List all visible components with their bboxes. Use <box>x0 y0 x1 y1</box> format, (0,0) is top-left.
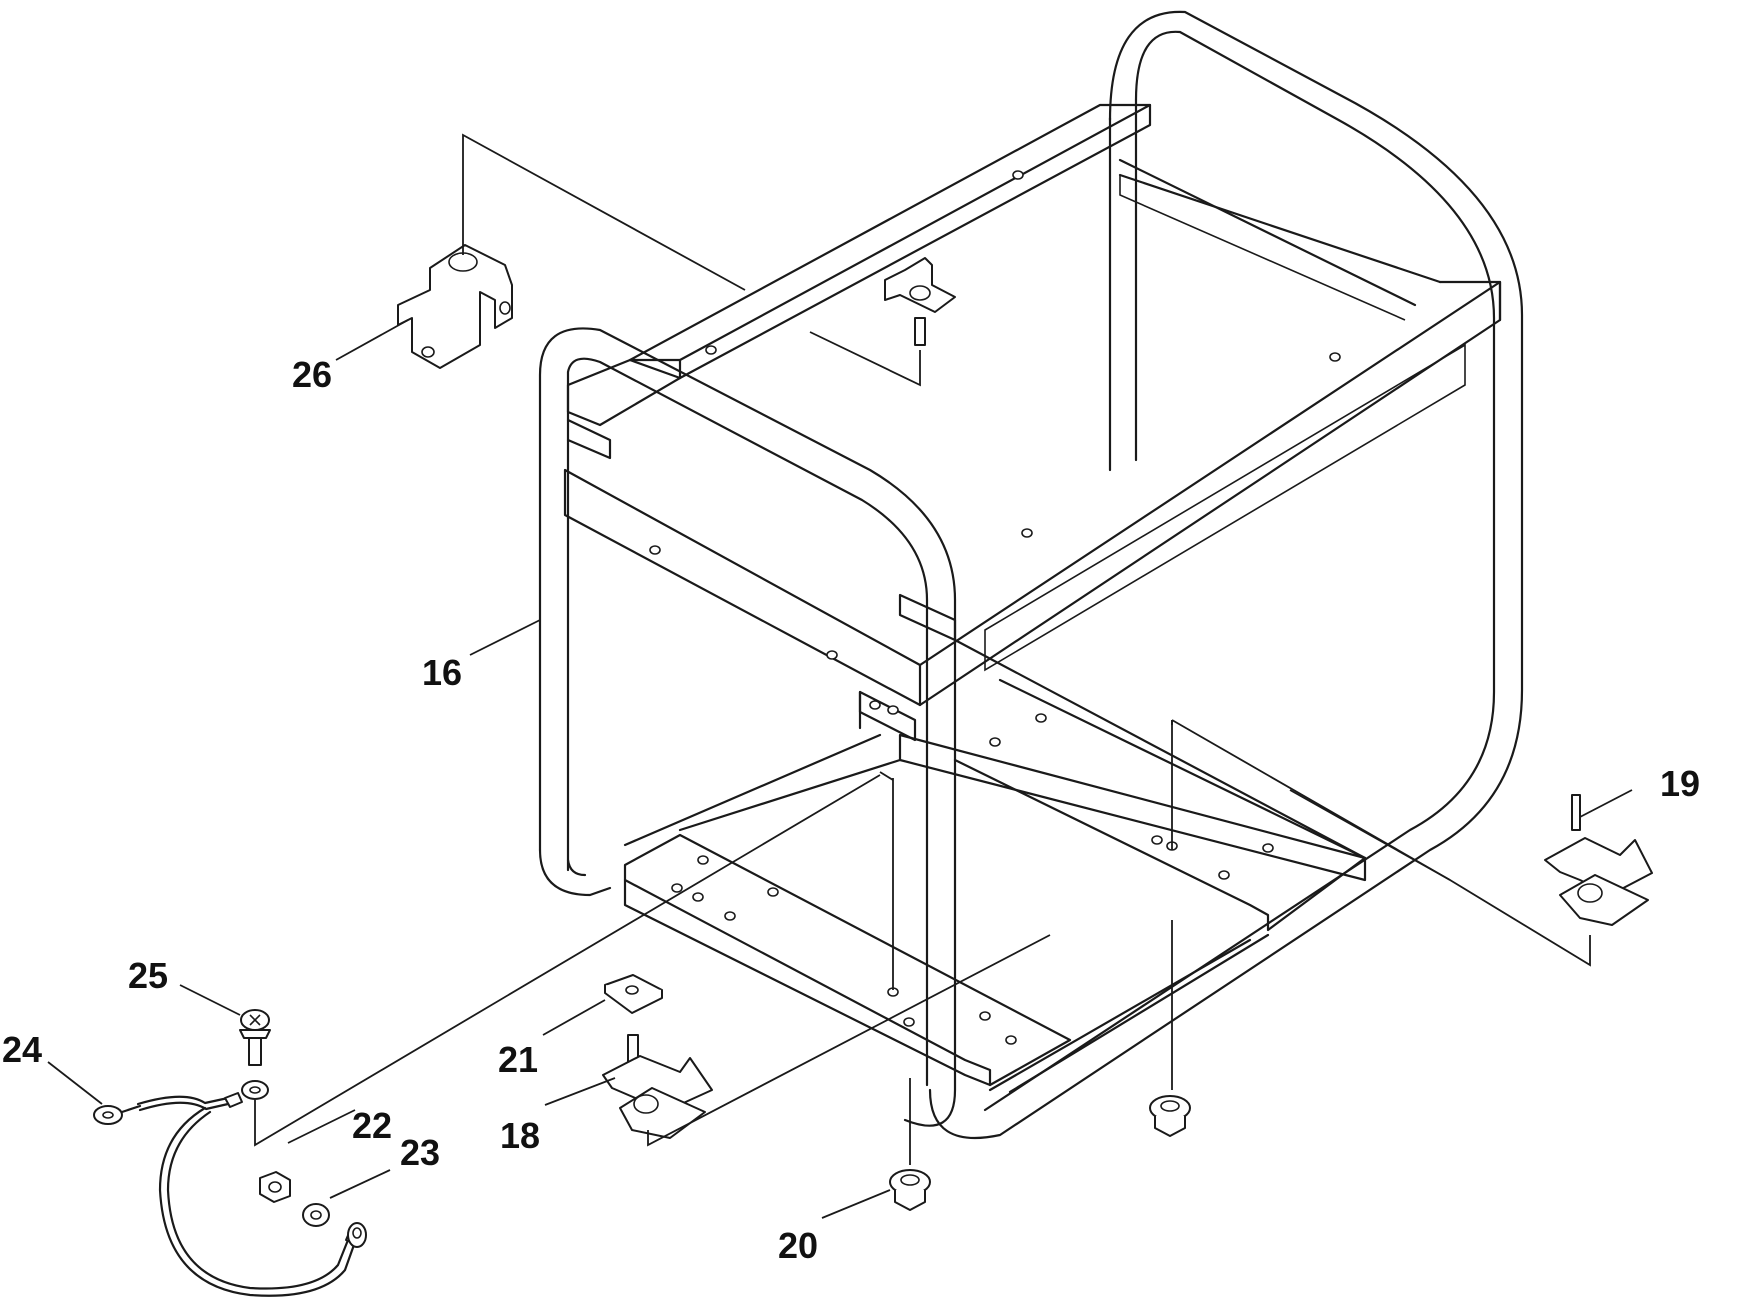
callout-21: 21 <box>498 1039 538 1080</box>
callout-23: 23 <box>400 1132 440 1173</box>
callout-24: 24 <box>2 1029 42 1070</box>
callout-22: 22 <box>352 1105 392 1146</box>
cable-part-24 <box>93 1080 367 1297</box>
callout-labels: 26 16 19 20 21 18 22 23 24 25 <box>2 354 1700 1266</box>
frame-assembly <box>538 10 1524 1140</box>
top-rail-bracket <box>884 257 956 346</box>
washer-part-23 <box>302 1203 330 1227</box>
screw-part-25 <box>239 1009 271 1066</box>
mount-part-19 <box>1544 794 1653 926</box>
plate-part-21 <box>604 974 663 1014</box>
mount-part-18 <box>602 1034 713 1139</box>
callout-20: 20 <box>778 1225 818 1266</box>
callout-25: 25 <box>128 955 168 996</box>
bracket-part-26 <box>397 244 513 369</box>
callout-leaders <box>47 319 1633 1219</box>
nut-part-22 <box>259 1171 291 1203</box>
nut-part-20 <box>889 1095 1191 1211</box>
callout-16: 16 <box>422 652 462 693</box>
assembly-lines <box>254 133 1591 1165</box>
callout-18: 18 <box>500 1115 540 1156</box>
callout-19: 19 <box>1660 763 1700 804</box>
callout-26: 26 <box>292 354 332 395</box>
frame-holes <box>649 170 1341 1045</box>
